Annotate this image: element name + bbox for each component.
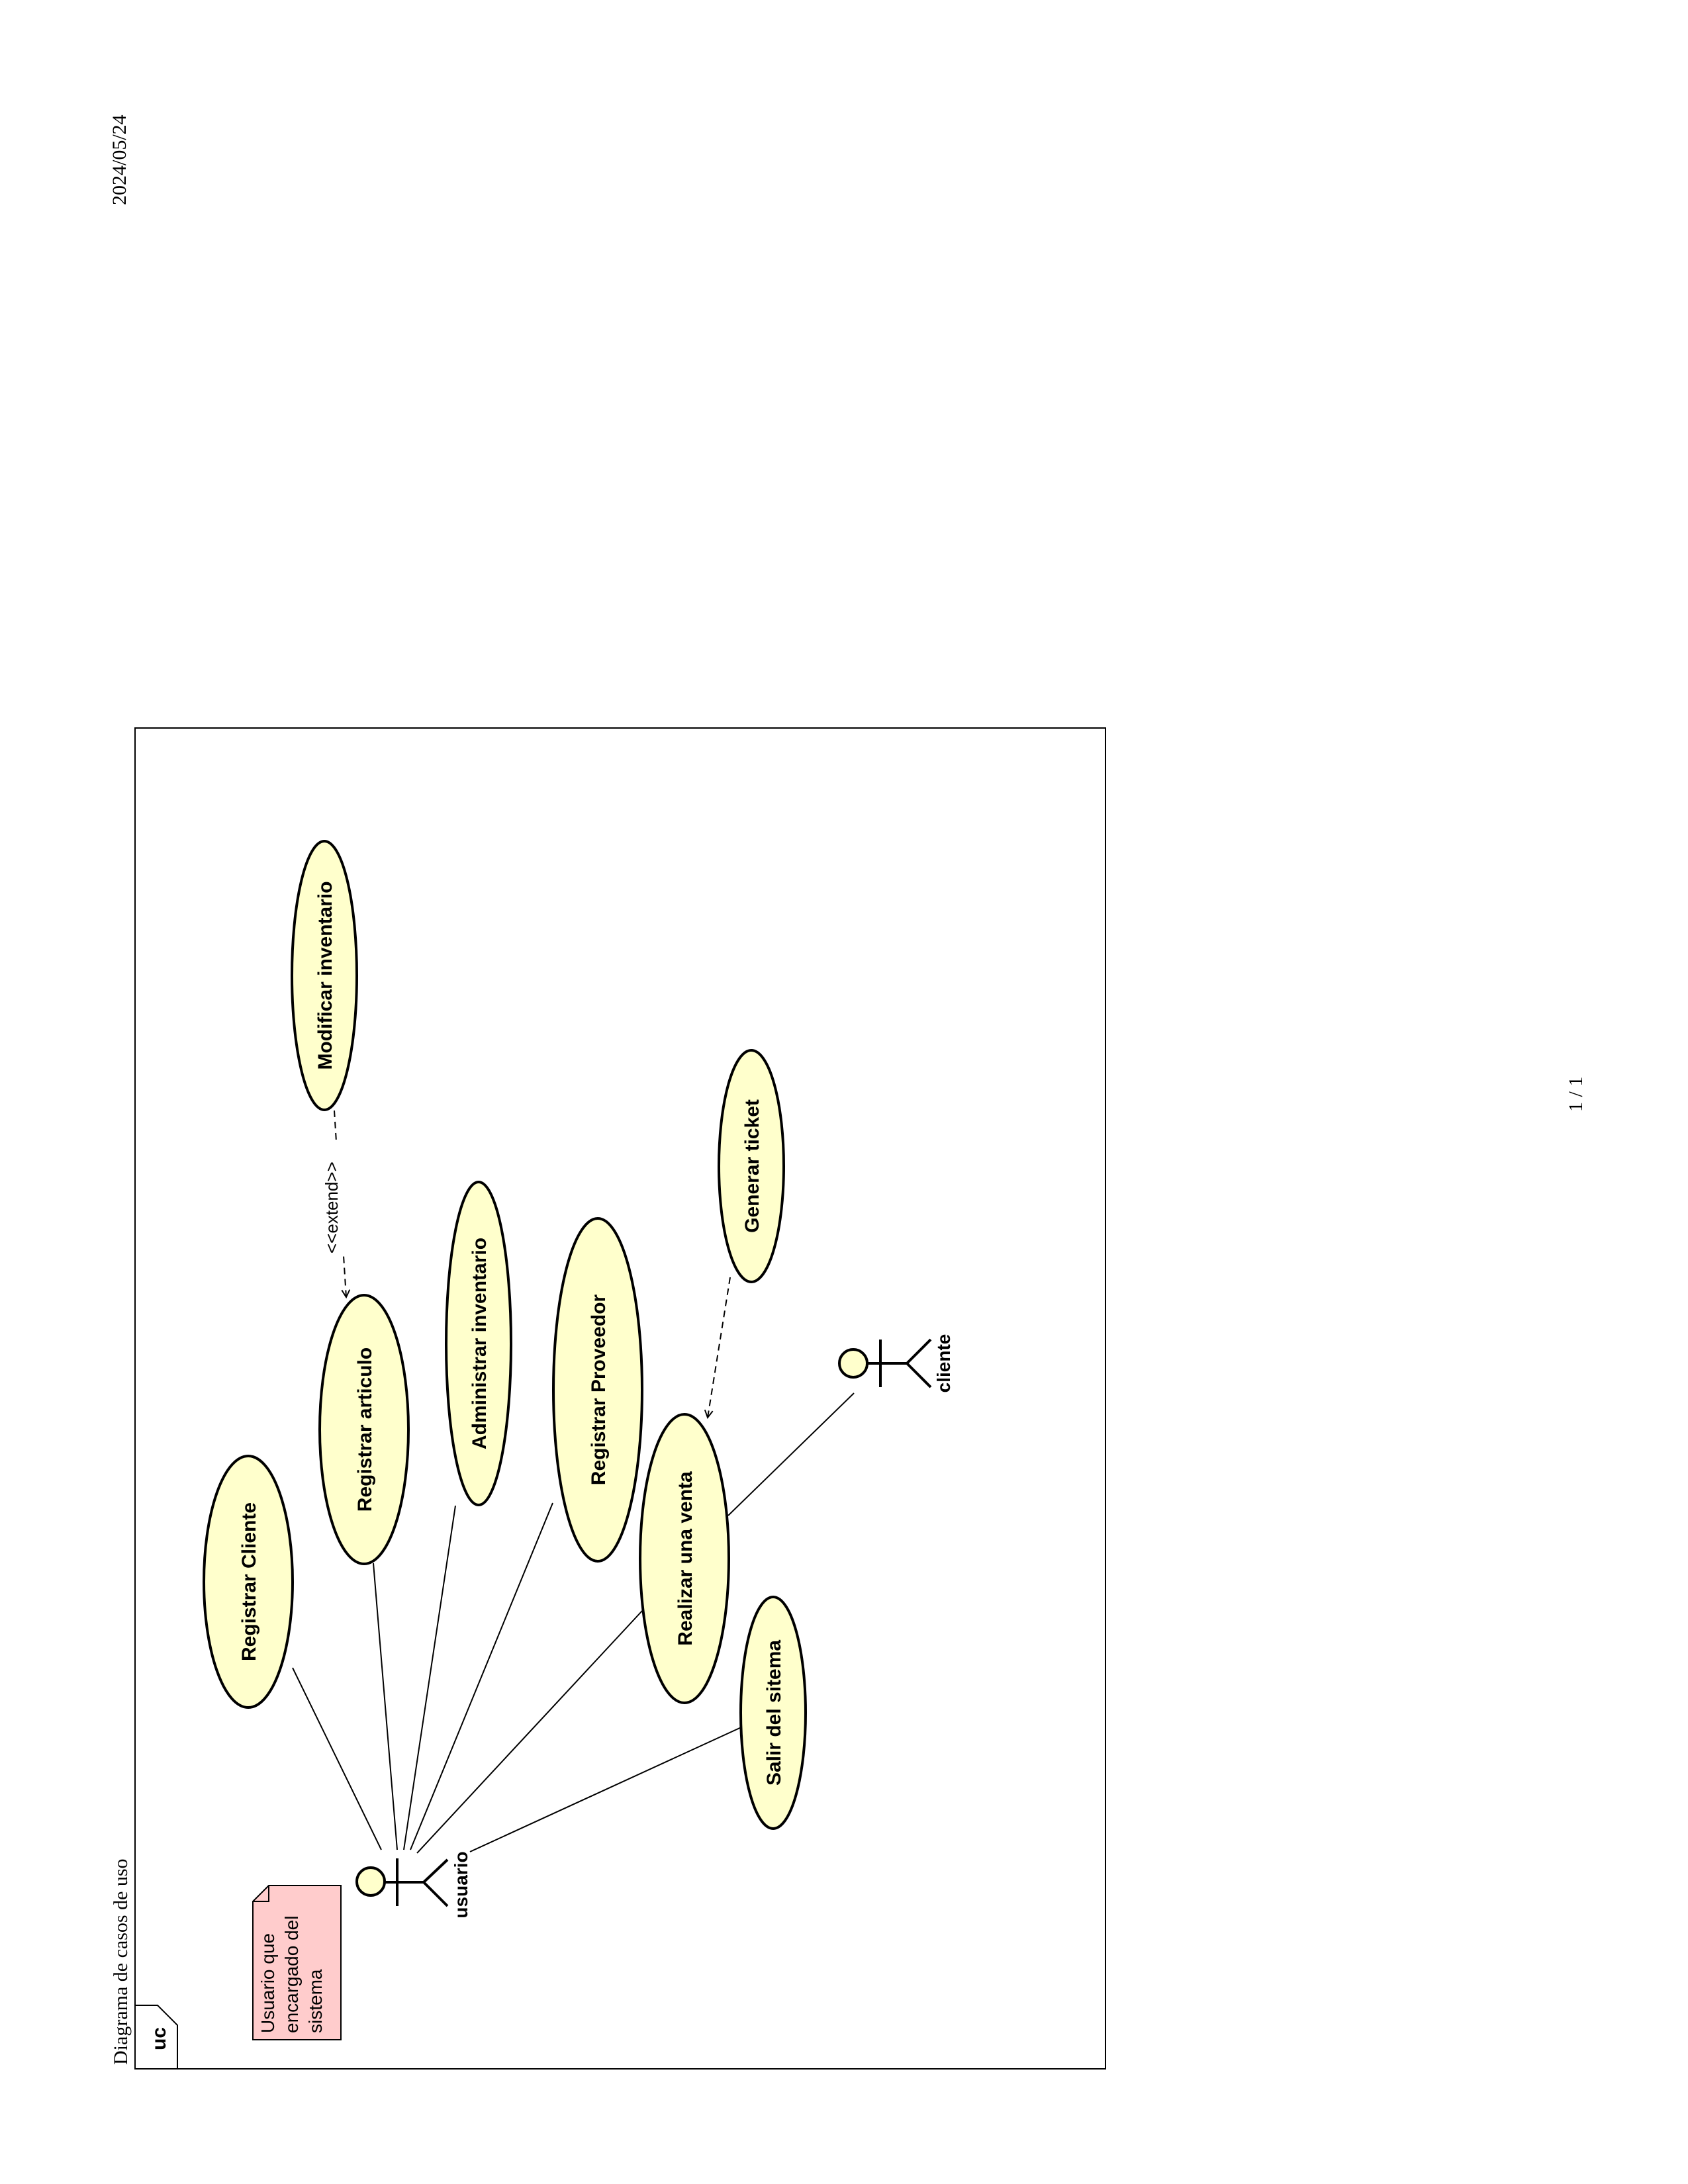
- usecase-modificar-inventario[interactable]: Modificar inventario: [291, 840, 358, 1111]
- usecase-registrar-cliente[interactable]: Registrar Cliente: [203, 1455, 294, 1709]
- frame-tag: uc: [148, 2027, 170, 2050]
- actor-cliente-label: cliente: [933, 1334, 954, 1393]
- note-shape: [252, 1885, 342, 2040]
- actor-usuario-figure: [355, 1858, 449, 1907]
- usecase-salir-sistema[interactable]: Salir del sitema: [739, 1596, 807, 1830]
- use-cases: Registrar Cliente Registrar articulo Adm…: [203, 840, 807, 1830]
- extend-ticket-to-venta: [708, 1277, 731, 1418]
- usecase-label: Salir del sitema: [763, 1640, 785, 1786]
- associations: [292, 1392, 855, 1854]
- page-number: 1 / 1: [1565, 1077, 1587, 1112]
- usecase-label: Administrar inventario: [469, 1238, 491, 1449]
- actor-cliente-figure: [838, 1338, 932, 1388]
- diagram-title: Diagrama de casos de uso: [110, 1858, 132, 2065]
- extend-label: <<extend>>: [322, 1161, 342, 1253]
- diagram-frame: [134, 727, 1106, 2070]
- note: Usuario que encargado del sistema: [252, 1885, 342, 2040]
- actor-usuario[interactable]: usuario: [355, 1851, 471, 1919]
- usecase-realizar-venta[interactable]: Realizar una venta: [639, 1413, 730, 1704]
- assoc-administrar-inventario: [403, 1505, 456, 1850]
- usecase-registrar-articulo[interactable]: Registrar articulo: [318, 1294, 410, 1565]
- usecase-label: Realizar una venta: [675, 1471, 696, 1646]
- usecase-label: Registrar Cliente: [238, 1502, 260, 1661]
- assoc-cliente-venta: [727, 1392, 855, 1516]
- print-date: 2024/05/24: [109, 114, 130, 205]
- assoc-salir-sistema: [469, 1725, 745, 1852]
- note-line-2: encargado del: [281, 1916, 302, 2033]
- note-line-3: sistema: [305, 1969, 326, 2033]
- assoc-registrar-cliente: [292, 1667, 382, 1850]
- usecase-label: Registrar articulo: [354, 1347, 376, 1512]
- note-line-1: Usuario que: [258, 1933, 278, 2033]
- usecase-label: Registrar Proveedor: [588, 1294, 610, 1485]
- usecase-registrar-proveedor[interactable]: Registrar Proveedor: [552, 1217, 643, 1563]
- assoc-registrar-proveedor: [410, 1502, 553, 1850]
- assoc-registrar-articulo: [373, 1563, 398, 1850]
- usecase-generar-ticket[interactable]: Generar ticket: [718, 1049, 785, 1283]
- actor-usuario-label: usuario: [451, 1851, 471, 1918]
- usecase-label: Modificar inventario: [314, 881, 336, 1069]
- usecase-label: Generar ticket: [741, 1099, 763, 1233]
- extend-label-bg: [316, 1144, 347, 1255]
- frame-tag-box: [135, 2005, 178, 2069]
- assoc-realizar-venta: [416, 1610, 643, 1854]
- usecase-administrar-inventario[interactable]: Administrar inventario: [445, 1181, 512, 1506]
- actor-cliente[interactable]: cliente: [838, 1334, 954, 1393]
